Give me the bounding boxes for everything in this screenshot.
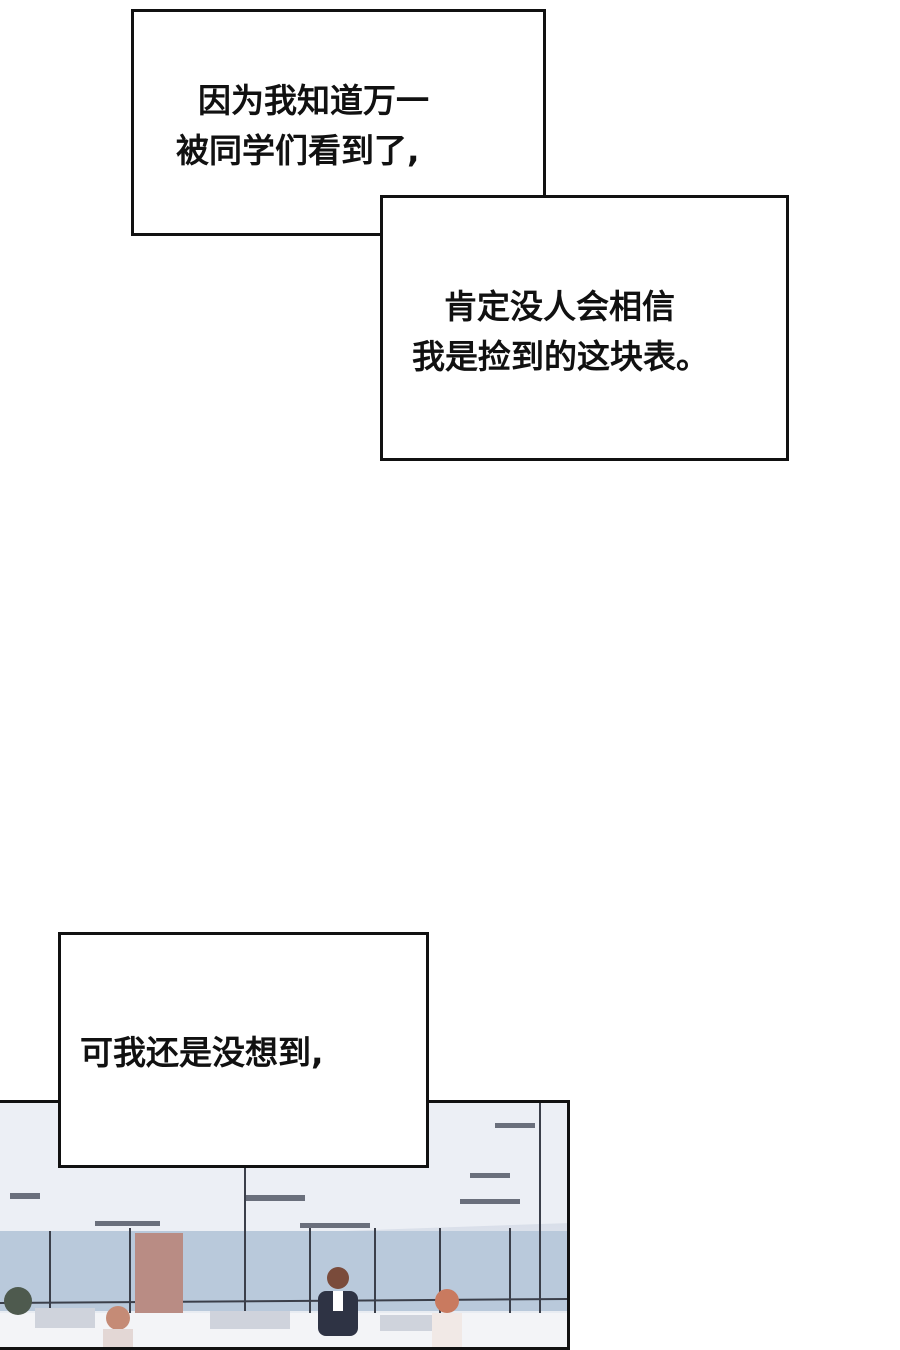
- caption-text-upper: 因为我知道万一 被同学们看到了,: [176, 76, 429, 176]
- caption-line: 因为我知道万一: [198, 81, 429, 120]
- caption-box-third: [58, 932, 429, 1168]
- caption-line: 我是捡到的这块表。: [412, 337, 709, 376]
- plant-icon: [4, 1287, 32, 1315]
- caption-line: 被同学们看到了,: [176, 131, 420, 170]
- office-worker-center: [318, 1267, 358, 1336]
- caption-box-lower: [380, 195, 789, 461]
- caption-box-joint: [383, 198, 543, 233]
- caption-box-upper: [131, 9, 546, 236]
- caption-text-third: 可我还是没想到,: [80, 1033, 324, 1072]
- ceiling-lights: [10, 1123, 535, 1228]
- caption-text-lower: 肯定没人会相信 我是捡到的这块表。: [412, 282, 709, 382]
- office-worker-right: [432, 1289, 462, 1347]
- caption-line: 肯定没人会相信: [444, 287, 675, 326]
- office-worker-left: [103, 1306, 133, 1347]
